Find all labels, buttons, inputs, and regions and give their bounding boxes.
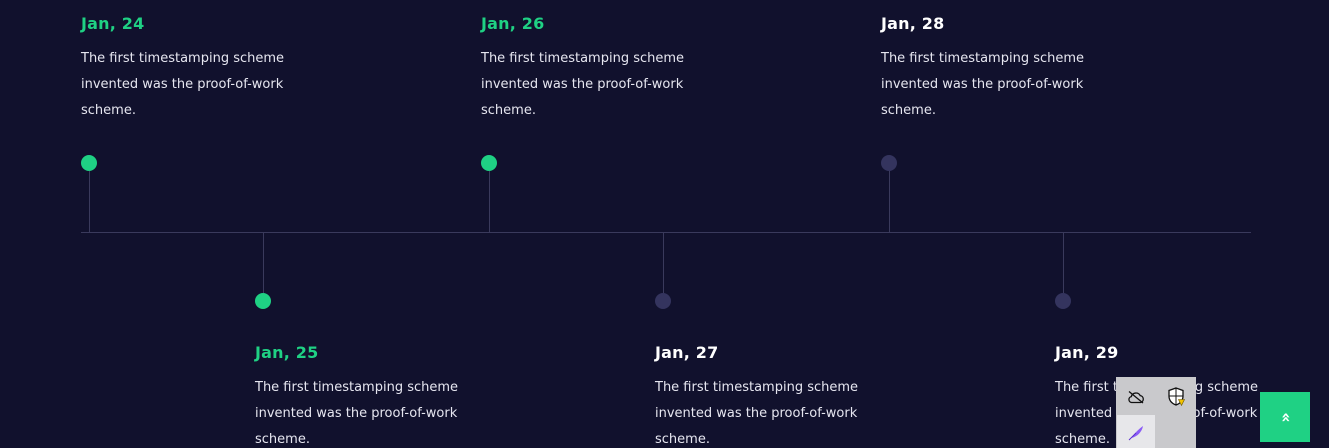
event-description: The first timestamping scheme invented w…: [881, 51, 1085, 118]
cloud-off-icon: [1128, 390, 1144, 404]
event-date: Jan, 28: [881, 14, 945, 33]
event-date: Jan, 29: [1055, 343, 1119, 362]
timeline-stem: [663, 233, 664, 293]
timeline-axis: [81, 232, 1251, 233]
event-description: The first timestamping scheme invented w…: [655, 380, 859, 447]
timeline-event-jan-25: Jan, 25 The first timestamping scheme in…: [255, 343, 515, 448]
timeline-stem: [889, 171, 890, 232]
timeline-stem: [489, 171, 490, 232]
timeline-dot[interactable]: [881, 155, 897, 171]
system-tray-popup: [1116, 377, 1196, 448]
timeline-dot[interactable]: [81, 155, 97, 171]
timeline-stem: [89, 171, 90, 232]
timeline-event-jan-24: Jan, 24 The first timestamping scheme in…: [81, 14, 341, 124]
timeline-dot[interactable]: [655, 293, 671, 309]
scroll-to-top-button[interactable]: »: [1260, 392, 1310, 442]
event-description: The first timestamping scheme invented w…: [481, 51, 685, 118]
event-date: Jan, 24: [81, 14, 145, 33]
timeline-event-jan-27: Jan, 27 The first timestamping scheme in…: [655, 343, 915, 448]
event-date: Jan, 26: [481, 14, 545, 33]
timeline-event-jan-29: Jan, 29 The first timestamping scheme in…: [1055, 343, 1265, 448]
tray-item-pen[interactable]: [1117, 415, 1155, 448]
tray-item-security[interactable]: [1157, 379, 1195, 415]
timeline-stem: [263, 233, 264, 293]
event-date: Jan, 25: [255, 343, 319, 362]
feather-pen-icon: [1128, 426, 1143, 441]
timeline-dot[interactable]: [481, 155, 497, 171]
timeline-event-jan-28: Jan, 28 The first timestamping scheme in…: [881, 14, 1141, 124]
double-chevron-up-icon: »: [1275, 411, 1295, 423]
timeline-stem: [1063, 233, 1064, 293]
event-description: The first timestamping scheme invented w…: [255, 380, 459, 447]
shield-warning-icon: [1168, 387, 1185, 407]
timeline-dot[interactable]: [1055, 293, 1071, 309]
event-description: The first timestamping scheme invented w…: [81, 51, 285, 118]
timeline-dot[interactable]: [255, 293, 271, 309]
event-date: Jan, 27: [655, 343, 719, 362]
timeline-event-jan-26: Jan, 26 The first timestamping scheme in…: [481, 14, 741, 124]
tray-item-cloud[interactable]: [1117, 379, 1155, 415]
